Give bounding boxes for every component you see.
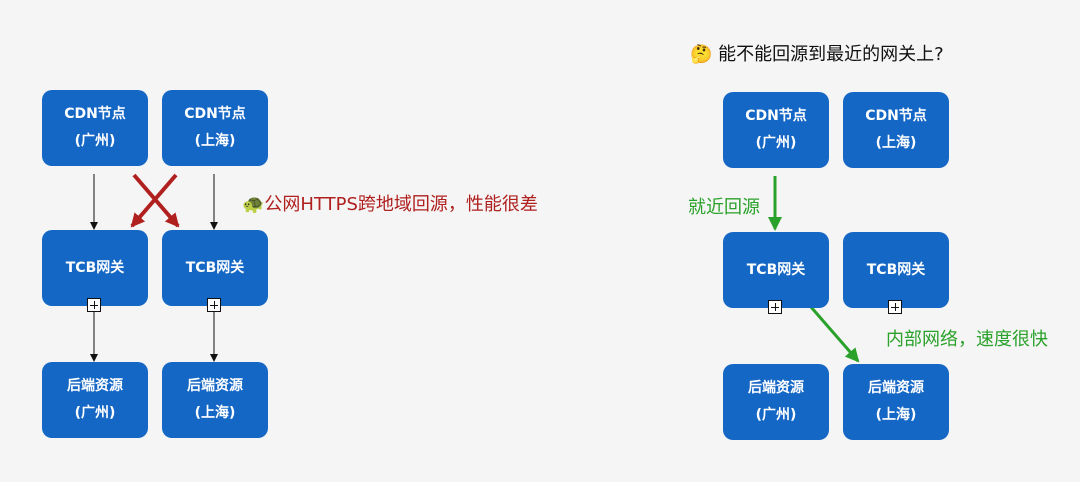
thinking-face-icon: 🤔 (690, 44, 713, 65)
node-region: (广州) (74, 133, 116, 149)
node-region: (上海) (194, 133, 236, 149)
right-cdn-node-guangzhou: CDN节点 (广州) (723, 92, 829, 168)
node-title: TCB网关 (746, 261, 806, 278)
node-region: (上海) (194, 405, 236, 421)
turtle-icon: 🐢 (242, 194, 265, 215)
node-region: (上海) (875, 135, 917, 151)
node-title: 后端资源 (187, 378, 243, 395)
node-title: CDN节点 (184, 106, 246, 123)
node-title: 后端资源 (868, 380, 924, 397)
cross-region-note-text: 公网HTTPS跨地域回源，性能很差 (264, 194, 538, 215)
nearby-origin-label: 就近回源 (688, 197, 760, 218)
node-region: (上海) (875, 407, 917, 423)
expand-icon[interactable] (888, 300, 902, 314)
right-cdn-node-shanghai: CDN节点 (上海) (843, 92, 949, 168)
left-tcb-gateway-2: TCB网关 (162, 230, 268, 306)
node-title: TCB网关 (185, 259, 245, 276)
left-tcb-gateway-1: TCB网关 (42, 230, 148, 306)
cross-region-note: 🐢公网HTTPS跨地域回源，性能很差 (242, 190, 538, 216)
expand-icon[interactable] (87, 298, 101, 312)
cross-arrow-sh-to-gz (130, 173, 178, 228)
right-tcb-gateway-1: TCB网关 (723, 232, 829, 308)
node-title: CDN节点 (865, 108, 927, 125)
node-title: TCB网关 (866, 261, 926, 278)
node-title: TCB网关 (65, 259, 125, 276)
node-region: (广州) (755, 407, 797, 423)
left-cdn-node-guangzhou: CDN节点 (广州) (42, 90, 148, 166)
internal-network-label: 内部网络，速度很快 (886, 329, 1048, 350)
expand-icon[interactable] (768, 300, 782, 314)
node-region: (广州) (74, 405, 116, 421)
node-title: CDN节点 (745, 108, 807, 125)
right-tcb-gateway-2: TCB网关 (843, 232, 949, 308)
node-region: (广州) (755, 135, 797, 151)
expand-icon[interactable] (207, 298, 221, 312)
left-cdn-node-shanghai: CDN节点 (上海) (162, 90, 268, 166)
node-title: 后端资源 (748, 380, 804, 397)
left-backend-shanghai: 后端资源 (上海) (162, 362, 268, 438)
node-title: CDN节点 (64, 106, 126, 123)
right-backend-guangzhou: 后端资源 (广州) (723, 364, 829, 440)
arrow-internal-network (809, 306, 860, 363)
question-title: 🤔 能不能回源到最近的网关上? (690, 40, 944, 66)
right-backend-shanghai: 后端资源 (上海) (843, 364, 949, 440)
node-title: 后端资源 (67, 378, 123, 395)
left-backend-guangzhou: 后端资源 (广州) (42, 362, 148, 438)
question-text: 能不能回源到最近的网关上? (718, 44, 944, 65)
